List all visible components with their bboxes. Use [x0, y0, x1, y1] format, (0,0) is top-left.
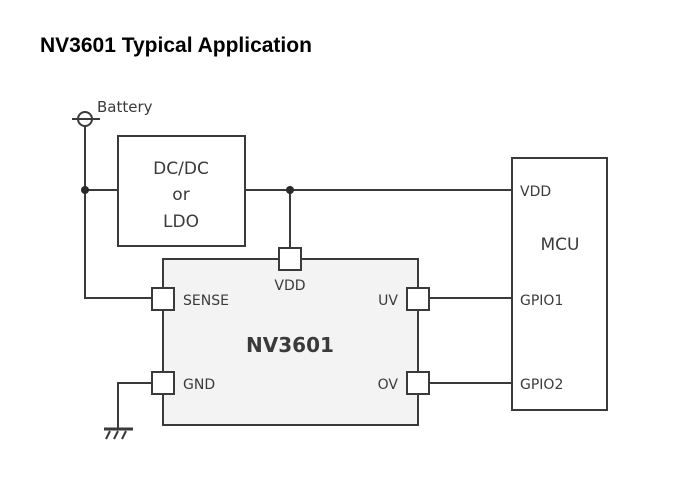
chip-pin-vdd	[278, 247, 302, 271]
regulator-label-line3: LDO	[163, 212, 199, 232]
mcu-pin-gpio2-label: GPIO2	[520, 377, 563, 393]
vdd-junction-dot	[286, 186, 294, 194]
battery-terminal-icon	[72, 111, 100, 127]
mcu-pin-vdd-label: VDD	[520, 184, 551, 200]
ground-icon	[104, 427, 133, 440]
battery-to-sense-wire	[84, 126, 152, 299]
chip-pin-uv	[406, 287, 430, 311]
regulator-label-line2: or	[172, 185, 189, 205]
chip-name: NV3601	[246, 333, 334, 357]
page-title: NV3601 Typical Application	[40, 34, 312, 57]
chip-pin-gnd	[151, 371, 175, 395]
nv3601-chip: NV3601 VDD SENSE GND UV OV	[151, 247, 430, 426]
chip-pin-sense-label: SENSE	[183, 293, 229, 309]
chip-pin-sense	[151, 287, 175, 311]
chip-pin-ov	[406, 371, 430, 395]
regulator-label-line1: DC/DC	[153, 159, 209, 179]
chip-pin-uv-label: UV	[378, 293, 398, 309]
mcu-pin-gpio1-label: GPIO1	[520, 293, 563, 309]
battery-label: Battery	[97, 98, 153, 116]
chip-pin-ov-label: OV	[378, 377, 399, 393]
mcu-name: MCU	[541, 235, 580, 255]
battery-junction-dot	[81, 186, 89, 194]
mcu-block: VDD MCU GPIO1 GPIO2	[511, 157, 608, 411]
chip-pin-vdd-label: VDD	[274, 278, 305, 294]
chip-pin-gnd-label: GND	[183, 377, 215, 393]
regulator-block: DC/DC or LDO	[117, 135, 246, 247]
gnd-wire	[117, 382, 152, 428]
